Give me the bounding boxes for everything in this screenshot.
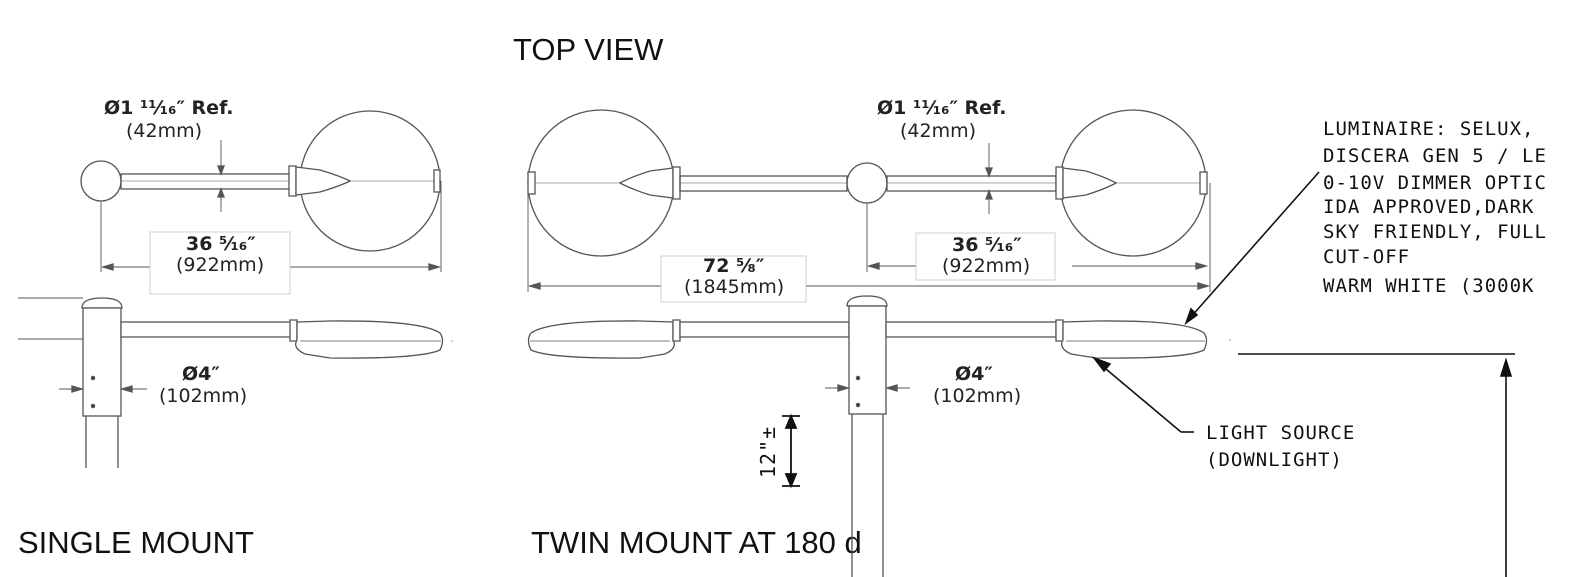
single-pole-mm: (102mm): [159, 385, 247, 407]
luminaire-leader: [1189, 171, 1320, 319]
twin-top-right-housing: [1062, 167, 1118, 199]
luminaire-note-line-7: WARM WHITE (3000K: [1323, 275, 1534, 297]
single-top-housing: [295, 166, 352, 196]
twin-side-right-luminaire: [1060, 320, 1208, 359]
twin-arm-length-mm: (922mm): [942, 255, 1030, 277]
twin-top-left-arm: [679, 175, 848, 192]
twin-ref-mm: (42mm): [900, 120, 976, 142]
light-source-leader: [1099, 363, 1182, 433]
twin-overall-length-label: 72 ⁵⁄₈″: [703, 255, 765, 277]
single-side-pole-cap: [81, 297, 123, 309]
twin-top-pole-circle: [846, 162, 888, 204]
single-top-pole-circle: [80, 160, 122, 202]
twin-overall-length-box: [660, 255, 807, 303]
luminaire-note-line-4: IDA APPROVED,DARK: [1323, 196, 1534, 218]
single-pole-diameter: Ø4″: [182, 363, 220, 385]
twin-side-right-arm: [885, 321, 1057, 338]
single-side-pole-top: [82, 307, 122, 417]
top-view-heading: TOP VIEW: [513, 32, 664, 67]
twin-side-pole-cap: [846, 295, 888, 307]
twin-arm-length-box: [915, 232, 1056, 281]
single-top-adapter: [288, 165, 297, 197]
twin-mount-heading: TWIN MOUNT AT 180 d: [531, 525, 862, 560]
single-length-mm: (922mm): [176, 254, 264, 276]
single-side-view: [18, 297, 453, 468]
single-ref-mm: (42mm): [126, 120, 202, 142]
light-source-note-line-1: LIGHT SOURCE: [1206, 422, 1355, 444]
luminaire-note-line-3: 0-10V DIMMER OPTIC: [1323, 172, 1547, 194]
twin-overall-length-mm: (1845mm): [684, 276, 784, 298]
luminaire-note-line-1: LUMINAIRE: SELUX,: [1323, 118, 1534, 140]
single-mount-heading: SINGLE MOUNT: [18, 525, 254, 560]
light-source-note: LIGHT SOURCE (DOWNLIGHT): [1206, 422, 1355, 471]
twin-side-view: [527, 295, 1231, 577]
height-note: 12"±: [756, 426, 780, 478]
twin-pole-diameter: Ø4″: [955, 363, 993, 385]
single-length-label: 36 ⁵⁄₁₆″: [186, 233, 256, 255]
twin-side-left-arm: [679, 321, 850, 338]
luminaire-note-line-5: SKY FRIENDLY, FULL: [1323, 221, 1547, 243]
single-top-view: [80, 110, 442, 295]
twin-top-left-housing: [618, 167, 674, 199]
height-dimension: [782, 413, 800, 489]
twin-side-pole-top: [848, 305, 887, 415]
single-side-arm: [120, 321, 292, 338]
single-side-luminaire: [294, 320, 444, 359]
single-top-arm: [120, 173, 292, 190]
twin-top-right-arm: [886, 175, 1057, 192]
twin-ref-diameter: Ø1 ¹¹⁄₁₆″ Ref.: [877, 97, 1007, 119]
luminaire-note-line-2: DISCERA GEN 5 / LE: [1323, 145, 1547, 167]
twin-arm-length-label: 36 ⁵⁄₁₆″: [952, 234, 1022, 256]
single-length-box: [149, 231, 291, 295]
luminaire-note-line-6: CUT-OFF: [1323, 246, 1410, 268]
single-ref-diameter: Ø1 ¹¹⁄₁₆″ Ref.: [104, 97, 234, 119]
twin-pole-mm: (102mm): [933, 385, 1021, 407]
luminaire-note: LUMINAIRE: SELUX, DISCERA GEN 5 / LE 0-1…: [1323, 118, 1547, 297]
twin-top-view: [527, 109, 1211, 303]
leader-lines: [1091, 171, 1515, 577]
twin-side-left-luminaire: [527, 320, 676, 359]
light-source-note-line-2: (DOWNLIGHT): [1206, 449, 1343, 471]
